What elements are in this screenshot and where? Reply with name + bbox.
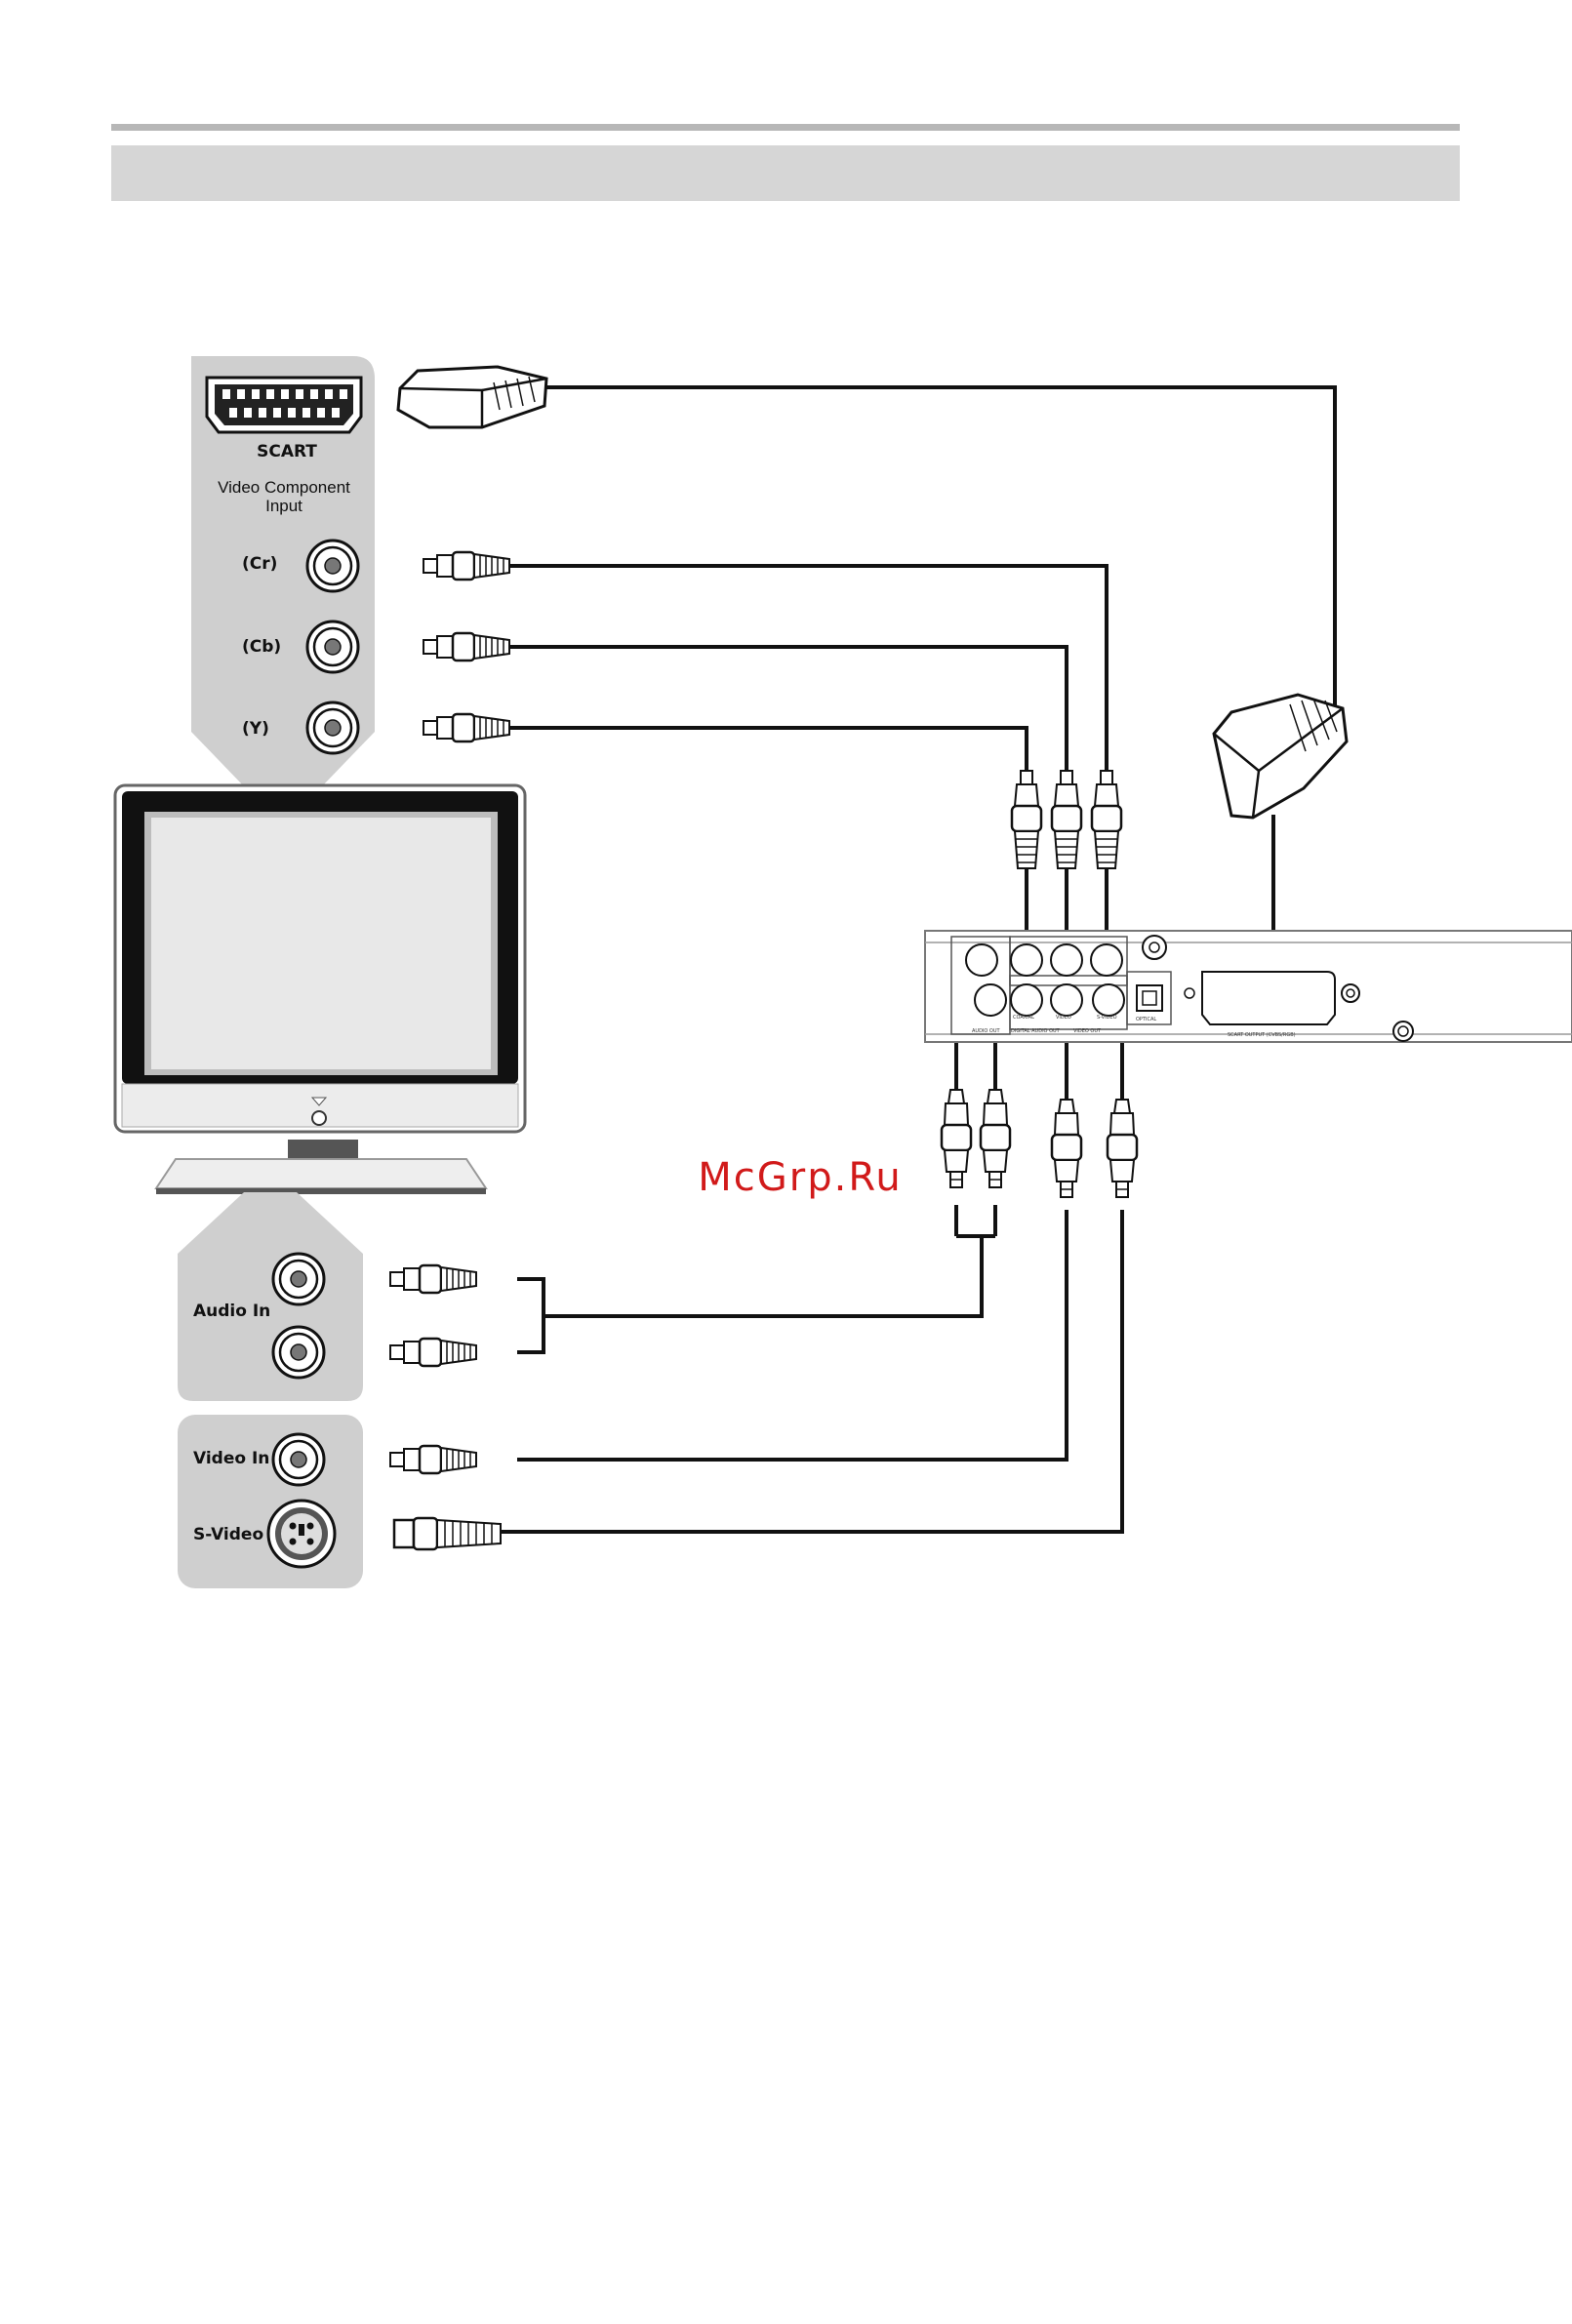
video-in-jack-icon	[273, 1434, 324, 1485]
y-plug-icon	[423, 714, 509, 741]
audio-in-left-jack-icon	[273, 1254, 324, 1304]
svideo-jack-icon	[268, 1501, 335, 1567]
audio-in-right-jack-icon	[273, 1327, 324, 1378]
svideo-player-plug-icon	[1108, 1100, 1137, 1197]
optical-label: OPTICAL	[1136, 1017, 1156, 1022]
cr-player-plug-icon	[1092, 771, 1121, 868]
svideo-label: S-Video	[193, 1525, 263, 1544]
component-title-line2: Input	[265, 497, 302, 515]
audio-left-plug-icon	[390, 1265, 476, 1293]
video-in-panel	[178, 1415, 363, 1588]
s-video-label: S-VIDEO	[1097, 1015, 1117, 1021]
scart-plug-tv-icon	[398, 367, 546, 427]
coaxial-label: COAXIAL	[1013, 1015, 1034, 1021]
audio-out-label: AUDIO OUT	[972, 1028, 1001, 1034]
scart-plug-player-icon	[1214, 695, 1347, 818]
cr-label: (Cr)	[242, 554, 277, 574]
video-out-label: VIDEO OUT	[1073, 1028, 1102, 1034]
audio-in-panel	[178, 1192, 363, 1401]
y-jack-icon	[307, 702, 358, 753]
cb-plug-icon	[423, 633, 509, 661]
audio-right-plug-icon	[390, 1339, 476, 1366]
video-player-plug-icon	[1052, 1100, 1081, 1197]
watermark: McGrp.Ru	[698, 1155, 902, 1200]
scart-socket-icon	[207, 378, 361, 432]
audio-in-label: Audio In	[193, 1302, 270, 1321]
audio-right-player-plug-icon	[981, 1090, 1010, 1187]
cb-label: (Cb)	[242, 637, 281, 657]
y-player-plug-icon	[1012, 771, 1041, 868]
video-label: VIDEO	[1056, 1015, 1071, 1021]
audio-left-player-plug-icon	[942, 1090, 971, 1187]
video-in-label: Video In	[193, 1449, 269, 1468]
scart-label: SCART	[257, 442, 317, 461]
component-title-line1: Video Component	[218, 478, 350, 497]
player-rear-panel	[925, 931, 1572, 1042]
y-label: (Y)	[242, 719, 269, 739]
tv-set-icon	[115, 785, 525, 1194]
cr-plug-icon	[423, 552, 509, 580]
cr-jack-icon	[307, 541, 358, 591]
video-plug-icon	[390, 1446, 476, 1473]
svideo-plug-icon	[394, 1518, 501, 1549]
cb-jack-icon	[307, 621, 358, 672]
cb-player-plug-icon	[1052, 771, 1081, 868]
digital-audio-out-label: DIGITAL AUDIO OUT	[1011, 1028, 1061, 1034]
scart-output-label: SCART OUTPUT (CVBS/RGB)	[1228, 1032, 1296, 1038]
